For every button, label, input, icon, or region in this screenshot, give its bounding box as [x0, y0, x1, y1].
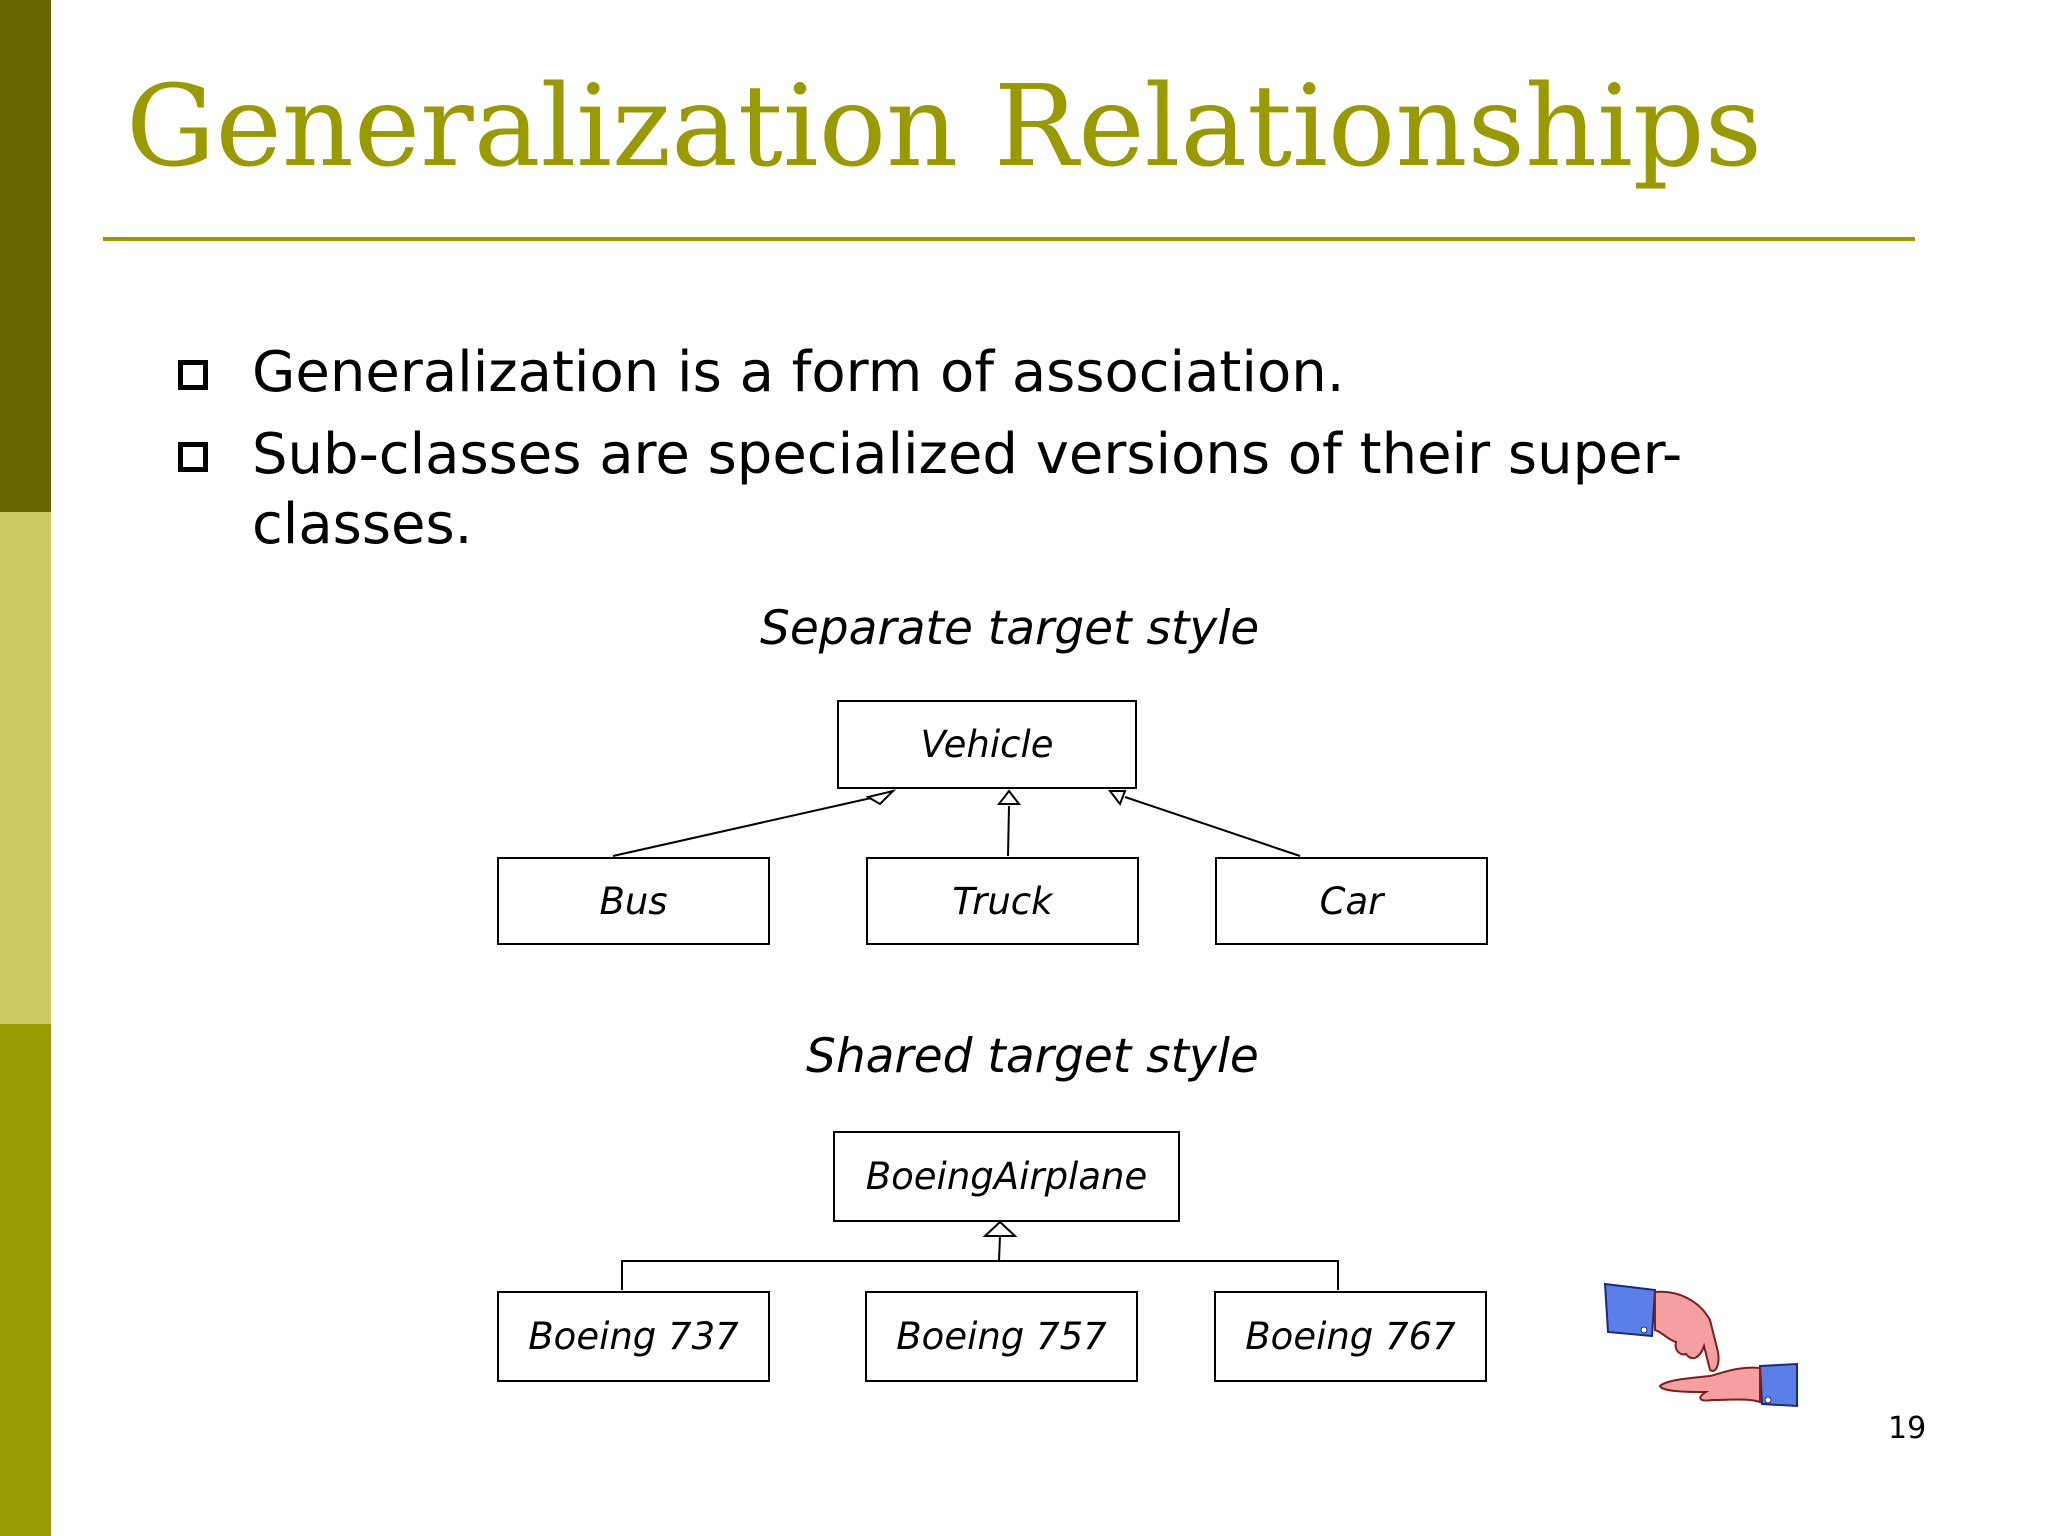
connector-shared-trunk [998, 1235, 1001, 1262]
hollow-square-bullet-icon [178, 442, 208, 472]
connector-bus-vehicle [612, 795, 881, 857]
generalization-arrowhead-icon [996, 789, 1022, 805]
class-box-boeing-airplane: BoeingAirplane [833, 1131, 1180, 1222]
connector-truck-vehicle [1007, 805, 1010, 857]
shared-style-heading: Shared target style [806, 1029, 1259, 1084]
sidebar-stripe-olive [0, 1024, 51, 1536]
class-box-vehicle: Vehicle [837, 700, 1137, 789]
generalization-arrowhead-icon [865, 789, 897, 806]
bullet-item-2: Sub-classes are specialized versions of … [178, 420, 1812, 560]
class-box-boeing-757: Boeing 757 [865, 1291, 1138, 1382]
sidebar-stripe-dark [0, 0, 51, 512]
bullet-text-2: Sub-classes are specialized versions of … [252, 422, 1683, 557]
title-underline [103, 237, 1915, 241]
sidebar-stripe-light [0, 512, 51, 1024]
class-box-car: Car [1215, 857, 1488, 945]
connector-shared-branch [621, 1260, 1339, 1290]
pointing-hands-icon [1603, 1282, 1798, 1408]
generalization-arrowhead-icon [982, 1220, 1018, 1237]
generalization-arrowhead-icon [1107, 790, 1127, 807]
separate-style-heading: Separate target style [760, 601, 1260, 656]
class-box-bus: Bus [497, 857, 770, 945]
bullet-text-1: Generalization is a form of association. [252, 340, 1345, 405]
class-box-truck: Truck [866, 857, 1139, 945]
class-box-boeing-767: Boeing 767 [1214, 1291, 1487, 1382]
hollow-square-bullet-icon [178, 360, 208, 390]
page-number: 19 [1888, 1411, 1927, 1446]
connector-car-vehicle [1124, 796, 1301, 857]
bullet-item-1: Generalization is a form of association. [178, 338, 1345, 408]
class-box-boeing-737: Boeing 737 [497, 1291, 770, 1382]
slide-title: Generalization Relationships [126, 62, 1763, 192]
